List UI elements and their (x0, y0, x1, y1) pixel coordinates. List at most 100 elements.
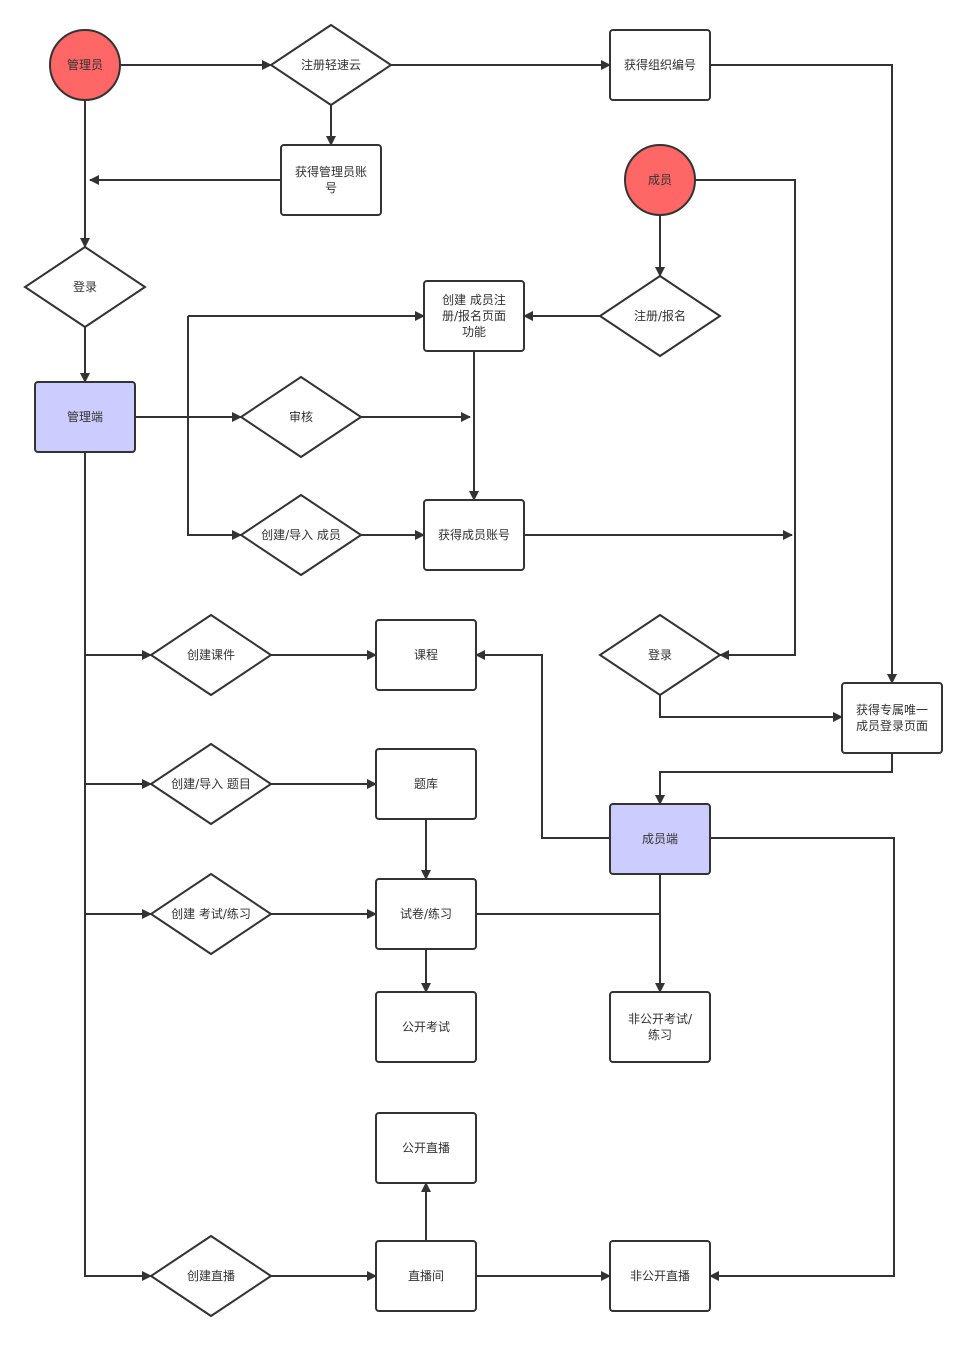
node-private-exam[interactable]: 非公开考试/练习 (609, 991, 711, 1063)
node-label-line: 管理端 (67, 409, 103, 424)
node-label-line: 创建 成员注 (442, 292, 506, 307)
node-label: 获得成员账号 (438, 527, 510, 542)
node-get-org-id[interactable]: 获得组织编号 (609, 29, 711, 101)
node-label-line: 获得组织编号 (624, 57, 696, 72)
rect-shape (609, 803, 711, 875)
connector-arrow (84, 452, 152, 1281)
node-public-live[interactable]: 公开直播 (375, 1112, 477, 1184)
node-admin-login[interactable]: 登录 (23, 245, 147, 329)
node-private-live[interactable]: 非公开直播 (609, 1240, 711, 1312)
node-label: 获得组织编号 (624, 57, 696, 72)
node-label: 创建课件 (187, 648, 235, 662)
connectors (80, 60, 897, 1281)
node-import-members[interactable]: 创建/导入 成员 (239, 493, 363, 577)
node-label-line: 审核 (289, 409, 313, 424)
node-get-admin-account[interactable]: 获得管理员账号 (280, 144, 382, 216)
node-label-line: 成员 (648, 173, 672, 187)
node-label: 公开考试 (402, 1019, 450, 1034)
node-label: 管理员 (67, 57, 103, 72)
node-label: 创建 成员注册/报名页面功能 (442, 292, 506, 339)
node-create-exam[interactable]: 创建 考试/练习 (149, 872, 273, 956)
node-label-line: 注册轻速云 (301, 57, 361, 72)
node-label-line: 登录 (648, 647, 672, 662)
node-label-line: 创建课件 (187, 648, 235, 662)
node-label-line: 题库 (414, 776, 438, 791)
connector-arrow (475, 650, 610, 839)
diamond-shape (239, 375, 363, 459)
node-label: 直播间 (408, 1269, 444, 1283)
node-label-line: 获得专属唯一 (856, 702, 928, 717)
node-label-line: 管理员 (67, 57, 103, 72)
nodes: 管理员注册轻速云获得组织编号获得管理员账号成员登录管理端创建 成员注册/报名页面… (23, 23, 943, 1318)
diamond-shape (598, 274, 722, 358)
node-label: 非公开直播 (630, 1269, 690, 1283)
node-admin-console[interactable]: 管理端 (34, 381, 136, 453)
node-create-signup-page[interactable]: 创建 成员注册/报名页面功能 (423, 280, 525, 352)
node-create-courseware[interactable]: 创建课件 (149, 613, 273, 697)
node-label: 登录 (648, 647, 672, 662)
node-review[interactable]: 审核 (239, 375, 363, 459)
node-member-login-page[interactable]: 获得专属唯一成员登录页面 (841, 682, 943, 754)
node-label: 创建/导入 题目 (171, 777, 251, 791)
diamond-shape (269, 23, 393, 107)
node-label: 成员 (648, 173, 672, 187)
node-label-line: 注册/报名 (634, 308, 686, 323)
node-public-exam[interactable]: 公开考试 (375, 991, 477, 1063)
rect-shape (609, 29, 711, 101)
node-label: 创建直播 (187, 1269, 235, 1283)
node-label-line: 创建/导入 题目 (171, 777, 251, 791)
connector-arrow (695, 179, 796, 660)
node-admin[interactable]: 管理员 (49, 29, 121, 101)
node-label-line: 练习 (648, 1027, 672, 1042)
node-course[interactable]: 课程 (375, 619, 477, 691)
node-member[interactable]: 成员 (624, 144, 696, 216)
node-exam-paper[interactable]: 试卷/练习 (375, 878, 477, 950)
rect-shape (841, 682, 943, 754)
circle-shape (49, 29, 121, 101)
diamond-shape (239, 493, 363, 577)
node-label-line: 非公开直播 (630, 1269, 690, 1283)
node-register-cloud[interactable]: 注册轻速云 (269, 23, 393, 107)
connector-arrow (187, 316, 242, 540)
node-label: 创建 考试/练习 (171, 906, 251, 921)
connector-arrow (655, 753, 893, 805)
node-label-line: 直播间 (408, 1269, 444, 1283)
node-label-line: 册/报名页面 (442, 308, 506, 323)
node-label-line: 试卷/练习 (400, 906, 452, 921)
node-label: 审核 (289, 409, 313, 424)
rect-shape (375, 878, 477, 950)
connector-arrow (659, 695, 843, 722)
node-label: 非公开考试/练习 (628, 1011, 693, 1042)
node-get-member-account[interactable]: 获得成员账号 (423, 499, 525, 571)
rect-shape (609, 991, 711, 1063)
rect-shape (375, 619, 477, 691)
node-label-line: 创建直播 (187, 1269, 235, 1283)
rect-shape (423, 499, 525, 571)
node-member-console[interactable]: 成员端 (609, 803, 711, 875)
diamond-shape (149, 1234, 273, 1318)
node-label: 注册轻速云 (301, 57, 361, 72)
rect-shape (375, 1112, 477, 1184)
node-label-line: 创建 考试/练习 (171, 906, 251, 921)
node-label-line: 非公开考试/ (628, 1011, 693, 1026)
node-label: 登录 (73, 279, 97, 294)
node-question-bank[interactable]: 题库 (375, 748, 477, 820)
rect-shape (34, 381, 136, 453)
node-label: 创建/导入 成员 (261, 528, 341, 542)
rect-shape (280, 144, 382, 216)
node-label-line: 获得管理员账 (295, 164, 367, 179)
node-live-room[interactable]: 直播间 (375, 1240, 477, 1312)
node-label: 注册/报名 (634, 308, 686, 323)
node-label-line: 公开直播 (402, 1141, 450, 1155)
circle-shape (624, 144, 696, 216)
node-import-questions[interactable]: 创建/导入 题目 (149, 742, 273, 826)
node-label-line: 公开考试 (402, 1019, 450, 1034)
node-label-line: 功能 (462, 325, 486, 339)
node-member-login[interactable]: 登录 (598, 613, 722, 697)
node-label-line: 成员端 (642, 832, 678, 846)
diamond-shape (149, 613, 273, 697)
node-signup[interactable]: 注册/报名 (598, 274, 722, 358)
node-label-line: 号 (325, 181, 337, 195)
node-create-live[interactable]: 创建直播 (149, 1234, 273, 1318)
